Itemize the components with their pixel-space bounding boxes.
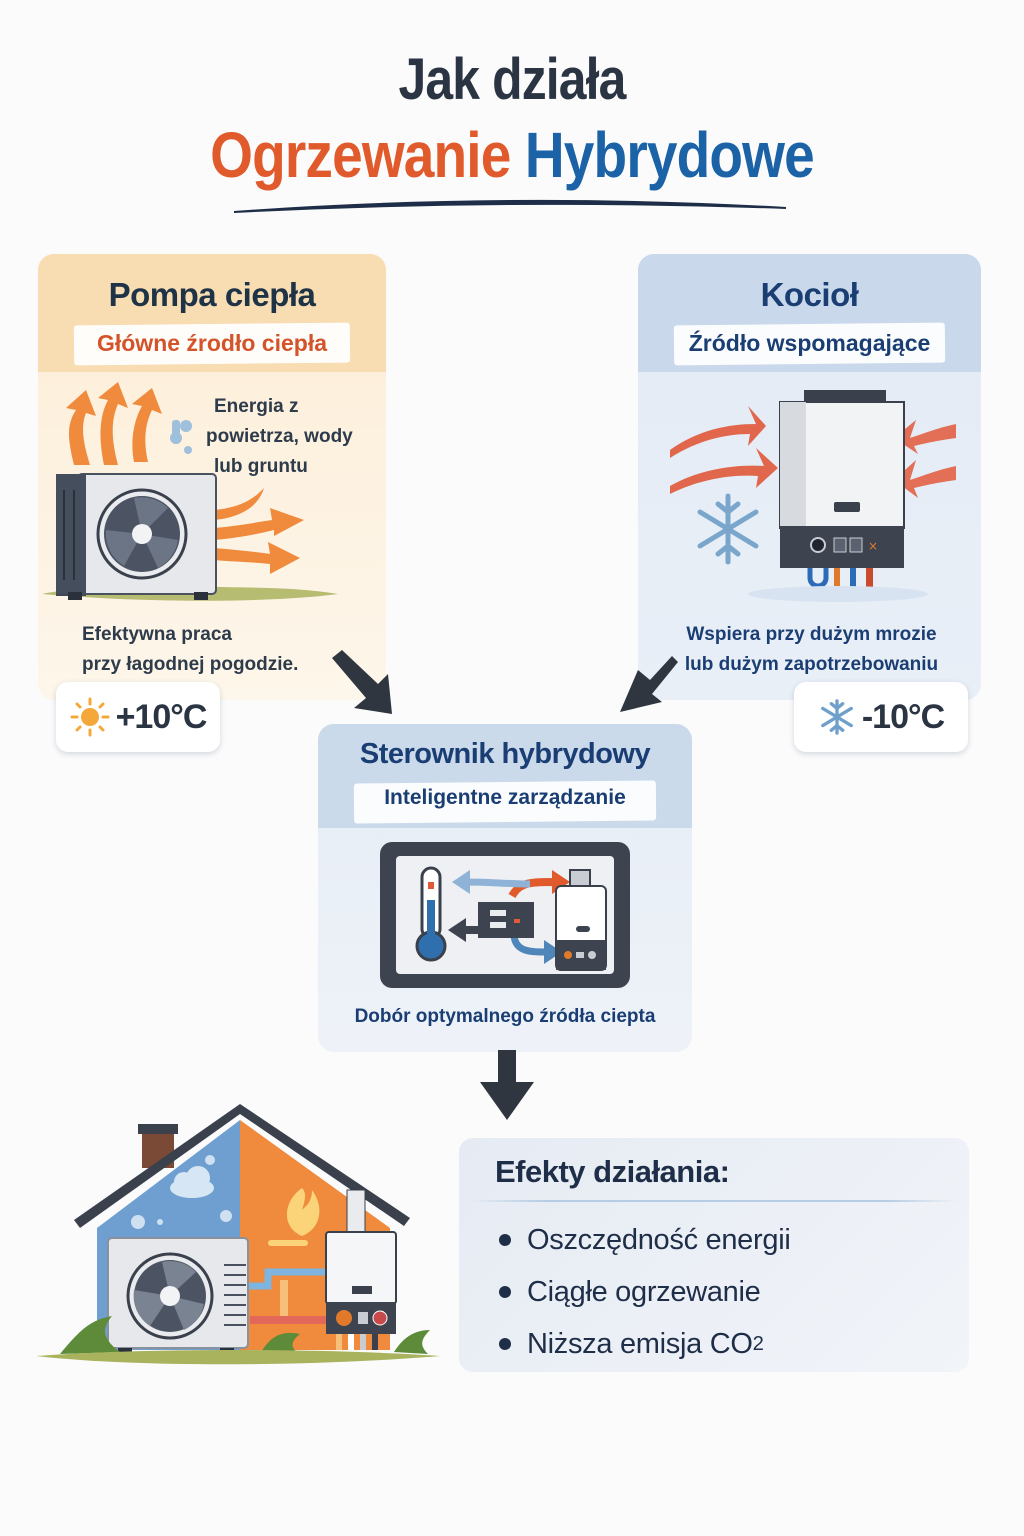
heat-pump-subtitle: Główne źrodło ciepła [96,330,328,356]
title-underline [233,199,787,213]
boiler-title: Kocioł [760,276,859,313]
cloud-icon [170,1166,214,1198]
support-line-1: Wspiera przy dużym mrozie [686,624,937,645]
heat-pump-efficiency-text: Efektywna praca przy łagodnej pogodzie. [82,620,298,680]
effect-item-label: Oszczędność energii [527,1223,791,1256]
water-drop-symbol-icon [170,420,192,454]
outdoor-unit-icon [107,1237,249,1358]
bullet-icon [499,1286,511,1298]
snowflake-icon [697,493,759,565]
flow-arrows [332,650,678,714]
control-unit-icon [478,902,534,938]
heat-pump-card: Pompa ciepła Główne źrodło ciepła [38,254,386,700]
cold-temperature-badge: -10°C [794,682,968,752]
bullet-icon [499,1234,511,1246]
effect-item-label: Ciągłe ogrzewanie [527,1275,761,1308]
effects-divider [469,1200,959,1202]
arrow-boiler-to-controller [620,656,678,712]
flame-icon [287,1188,320,1236]
heat-pump-title: Pompa ciepła [108,276,316,313]
grass-icon [36,1350,440,1365]
heat-pump-energy-text: Energia z powietrza, wody lub gruntu [206,392,353,482]
cold-temperature-value: -10°C [861,697,945,736]
boiler-subtitle: Źródło wspomagające [688,330,931,356]
wall-boiler-icon [325,1231,397,1350]
thermometer-icon [415,866,447,962]
heat-inflow-arrows-icon [670,406,956,498]
support-line-2: lub dużym zapotrzebowaniu [684,654,939,675]
bushes-icon [60,1316,430,1354]
effects-panel: Efekty działania: Oszczędność energii Ci… [459,1138,969,1372]
controller-caption: Dobór optymalnego źródła ciepta [354,1006,656,1027]
boiler-illustration: × [670,390,956,602]
boiler-mini-icon [555,869,607,971]
heat-up-arrows-icon [66,382,162,465]
svg-text:×: × [868,539,878,553]
arrow-heat-pump-to-controller [332,650,392,714]
heat-side-arrows-icon [214,488,304,574]
heat-pump-unit-icon [56,473,217,600]
boiler-support-text: Wspiera przy dużym mrozie lub dużym zapo… [640,620,983,680]
title-word-hybrydowe: Hybrydowe [524,119,815,191]
energy-line-3: lub gruntu [214,456,308,477]
boiler-unit-icon: × [779,390,905,590]
bullet-icon [499,1338,511,1350]
title-word-ogrzewanie: Ogrzewanie [210,119,511,191]
efficiency-line-1: Efektywna praca [82,624,232,645]
title-line-1: Jak działa [398,47,626,112]
effect-item: Oszczędność energii [499,1214,791,1266]
effects-list: Oszczędność energii Ciągłe ogrzewanie Ni… [499,1214,791,1370]
snowflake-icon [820,699,853,735]
co2-subscript: 2 [752,1332,764,1355]
arrow-controller-to-effects [480,1050,534,1120]
heat-pump-illustration [42,382,338,601]
pipes-icon [248,1268,330,1324]
energy-line-1: Energia z [214,396,299,417]
warm-temperature-badge: +10°C [56,682,220,752]
efficiency-line-2: przy łagodnej pogodzie. [82,654,299,675]
title-line-2: Ogrzewanie Hybrydowe [72,118,953,192]
controller-subtitle: Inteligentne zarządzanie [384,786,626,809]
warm-temperature-value: +10°C [115,697,208,736]
sun-icon [70,697,110,737]
energy-line-2: powietrza, wody [206,426,353,447]
snow-ground-icon [748,586,928,602]
controller-title: Sterownik hybrydowy [359,738,651,770]
effect-item: Ciągłe ogrzewanie [499,1266,791,1318]
effect-item-label: Niższa emisja CO [527,1327,753,1360]
controller-screen-illustration [380,842,630,988]
hybrid-house-illustration [36,1104,440,1365]
effects-title: Efekty działania: [495,1154,730,1189]
